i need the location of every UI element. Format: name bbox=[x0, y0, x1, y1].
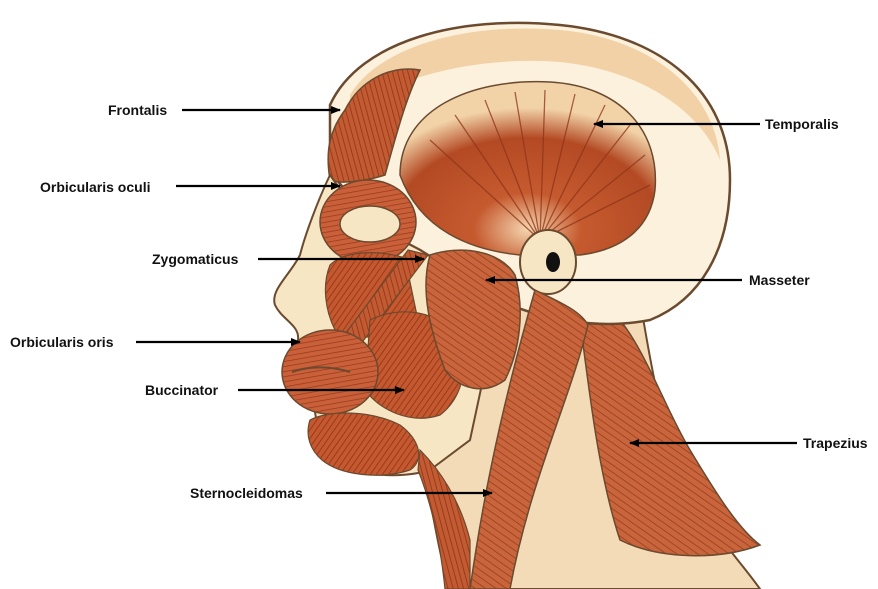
label-orbicularis-oris: Orbicularis oris bbox=[10, 334, 114, 350]
head-illustration bbox=[274, 23, 760, 589]
label-sternocleidomas: Sternocleidomas bbox=[190, 485, 303, 501]
label-frontalis: Frontalis bbox=[108, 102, 167, 118]
eye-opening bbox=[340, 206, 400, 242]
label-buccinator: Buccinator bbox=[145, 382, 219, 398]
ear-canal bbox=[546, 252, 560, 272]
label-zygomaticus: Zygomaticus bbox=[152, 251, 239, 267]
label-temporalis: Temporalis bbox=[765, 116, 839, 132]
label-orbicularis-oculi: Orbicularis oculi bbox=[40, 179, 150, 195]
label-trapezius: Trapezius bbox=[803, 435, 868, 451]
label-masseter: Masseter bbox=[749, 272, 810, 288]
